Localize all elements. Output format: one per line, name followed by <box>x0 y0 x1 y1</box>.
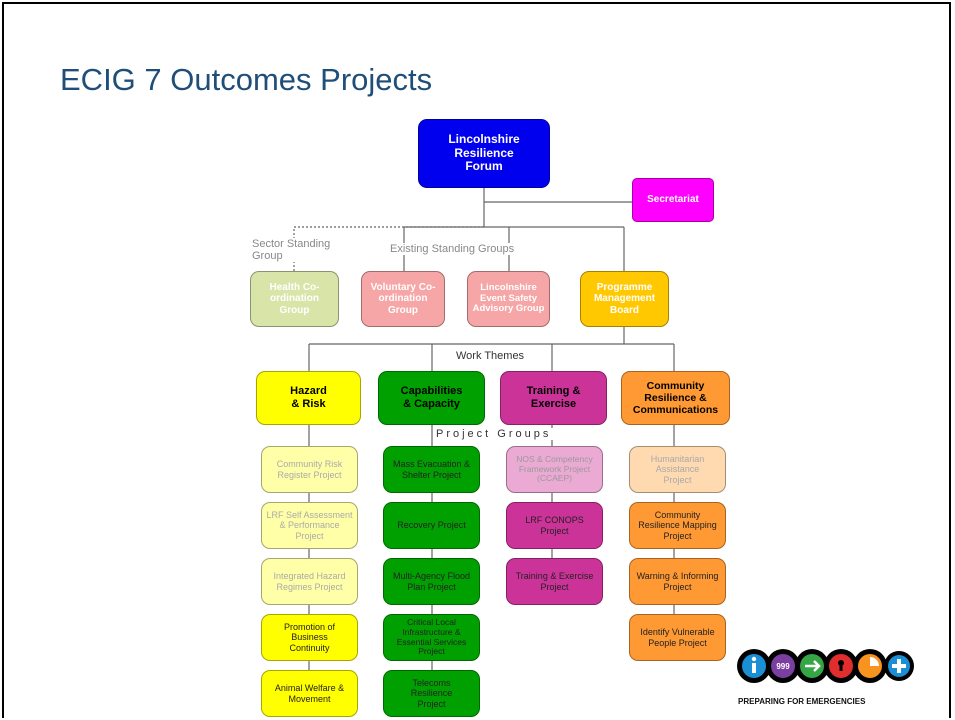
project-groups-label: Project Groups <box>434 428 554 441</box>
slide-title: ECIG 7 Outcomes Projects <box>60 62 433 97</box>
theme-training-exercise: Training & Exercise <box>500 371 607 425</box>
theme-community-resilience: Community Resilience & Communications <box>621 371 730 425</box>
emergency-icons-row: 999 P <box>737 649 914 706</box>
secretariat-box: Secretariat <box>632 178 714 222</box>
arrow-icon <box>795 649 829 683</box>
project-training-exercise: Training & Exercise Project <box>506 558 603 605</box>
project-recovery: Recovery Project <box>383 502 480 549</box>
project-humanitarian-assistance: Humanitarian Assistance Project <box>629 446 726 493</box>
existing-standing-groups-label: Existing Standing Groups <box>390 243 515 256</box>
project-mass-evacuation: Mass Evacuation & Shelter Project <box>383 446 480 493</box>
event-safety-group-box: Lincolnshire Event Safety Advisory Group <box>467 271 550 327</box>
svg-text:999: 999 <box>776 662 790 671</box>
info-icon <box>737 649 771 683</box>
clock-icon <box>853 649 887 683</box>
project-multi-agency-flood-plan: Multi-Agency Flood Plan Project <box>383 558 480 605</box>
project-integrated-hazard-regimes: Integrated Hazard Regimes Project <box>261 558 358 605</box>
keyhole-icon <box>824 649 858 683</box>
programme-board-box: Programme Management Board <box>580 271 669 327</box>
project-lrf-self-assessment: LRF Self Assessment & Performance Projec… <box>261 502 358 549</box>
project-business-continuity: Promotion of Business Continuity <box>261 614 358 661</box>
sector-standing-group-label: Sector Standing Group <box>252 238 344 263</box>
project-nos-competency: NOS & Competency Framework Project (CCAE… <box>506 446 603 493</box>
voluntary-group-box: Voluntary Co-ordination Group <box>361 271 445 327</box>
work-themes-label: Work Themes <box>456 350 525 363</box>
lrf-box: Lincolnshire Resilience Forum <box>418 119 550 188</box>
project-lrf-conops: LRF CONOPS Project <box>506 502 603 549</box>
logo-caption: PREPARING FOR EMERGENCIES <box>738 697 866 706</box>
health-group-box: Health Co-ordination Group <box>250 271 339 327</box>
project-identify-vulnerable-people: Identify Vulnerable People Project <box>629 614 726 661</box>
999-icon: 999 <box>766 649 800 683</box>
project-telecoms-resilience: Telecoms Resilience Project <box>383 670 480 717</box>
theme-hazard-risk: Hazard & Risk <box>256 371 361 425</box>
project-critical-infrastructure: Critical Local Infrastructure & Essentia… <box>383 614 480 661</box>
project-warning-informing: Warning & Informing Project <box>629 558 726 605</box>
theme-capabilities-capacity: Capabilities & Capacity <box>378 371 485 425</box>
project-community-risk-register: Community Risk Register Project <box>261 446 358 493</box>
project-animal-welfare: Animal Welfare & Movement <box>261 670 358 717</box>
project-community-resilience-mapping: Community Resilience Mapping Project <box>629 502 726 549</box>
preparing-for-emergencies-logo: 999 P <box>736 640 916 710</box>
plus-icon <box>884 651 914 681</box>
